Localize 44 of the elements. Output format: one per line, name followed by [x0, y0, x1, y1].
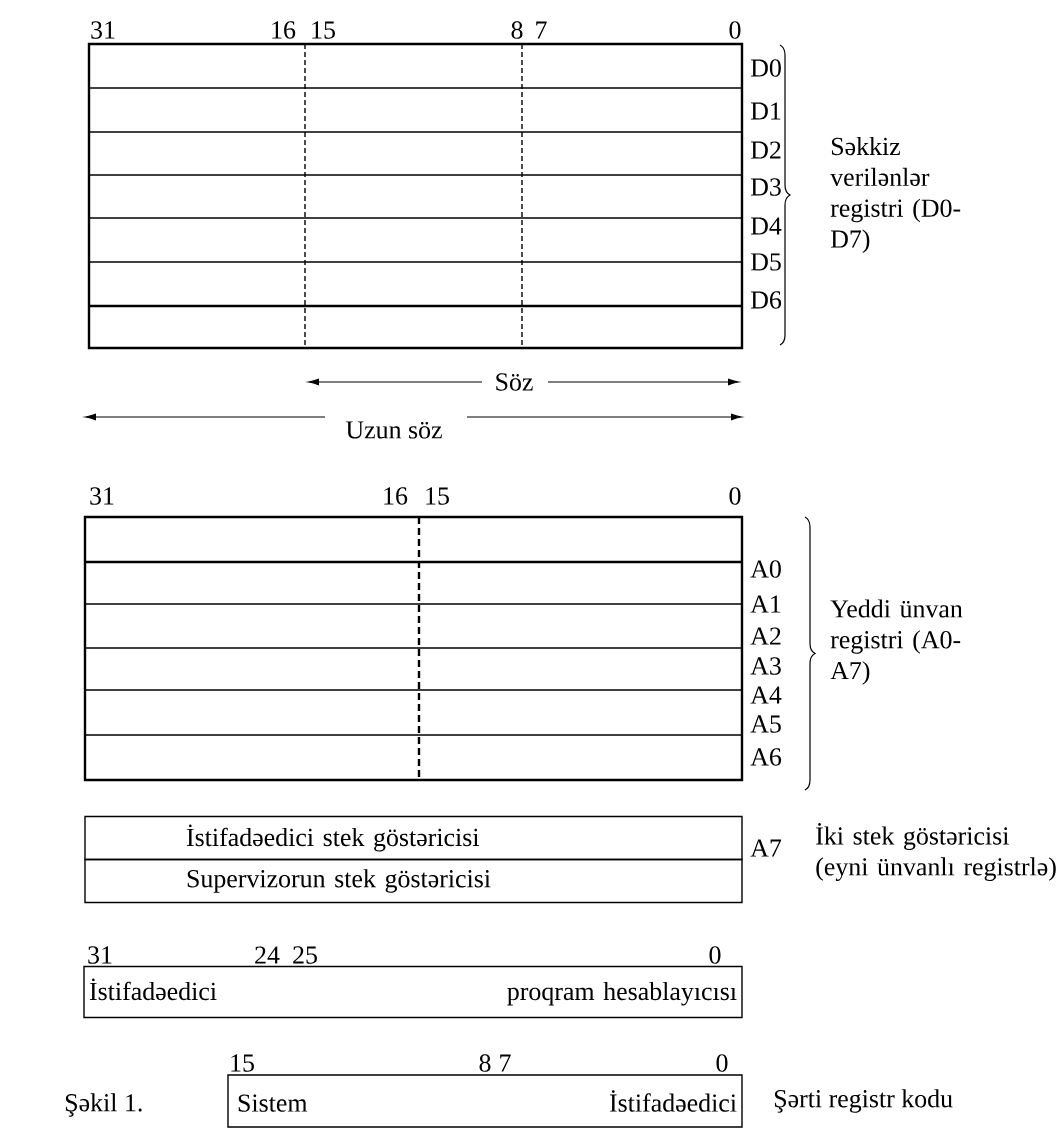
bit-number: 15: [231, 1054, 254, 1072]
register-name: A6: [750, 748, 782, 766]
register-name: D2: [750, 141, 781, 159]
bit-number: 0: [729, 487, 741, 505]
register-name: D4: [750, 217, 782, 235]
register-name: A3: [750, 657, 781, 675]
bit-number: 7: [536, 21, 547, 39]
group-label: İki stek göstəricisi (eyni ünvanlı registrlə): [816, 823, 1056, 881]
group-label: Səkkiz verilənlər registri (D0-D7): [830, 136, 961, 254]
bit-number: 0: [709, 946, 721, 964]
register-name: D6: [750, 291, 782, 309]
bit-number: 0: [729, 21, 741, 39]
register-name: D0: [750, 59, 781, 77]
bit-number: 31: [91, 21, 115, 39]
bit-number: 0: [716, 1054, 728, 1072]
bit-number: 16: [384, 487, 408, 505]
register-box: Supervizorun stek göstəricisi: [84, 858, 743, 904]
register-name: A5: [750, 715, 781, 733]
bit-number: 31: [88, 946, 112, 964]
bit-number: 25: [293, 946, 317, 964]
register-name: D1: [750, 102, 781, 120]
bit-number: 16: [272, 21, 296, 39]
register-label: Şərti registr kodu: [774, 1089, 953, 1113]
figure-caption: Şəkil 1.: [65, 1093, 142, 1117]
register-name: A4: [750, 686, 782, 704]
bit-number: 8: [511, 21, 523, 39]
register-name: A0: [750, 560, 781, 578]
dimension-label: Söz: [496, 373, 533, 391]
dimension-label: Uzun söz: [346, 421, 442, 439]
bit-number: 7: [500, 1054, 511, 1072]
register-box: İstifadəedici proqram hesablayıcısı: [83, 965, 743, 1019]
register-name: A1: [750, 595, 781, 613]
bit-number: 24: [255, 946, 280, 964]
register-box: İstifadəedici stek göstəricisi: [84, 815, 743, 861]
register-name: A7: [750, 839, 782, 857]
register-name: D5: [750, 253, 781, 271]
bit-number: 8: [479, 1054, 491, 1072]
bit-number: 31: [90, 487, 114, 505]
register-name: D3: [750, 178, 781, 196]
bit-number: 15: [426, 487, 449, 505]
register-box: Sistem İstifadəedici: [227, 1074, 743, 1128]
group-label: Yeddi ünvan registri (A0-A7): [830, 599, 963, 685]
register-name: A2: [750, 627, 781, 645]
bit-number: 15: [312, 21, 335, 39]
